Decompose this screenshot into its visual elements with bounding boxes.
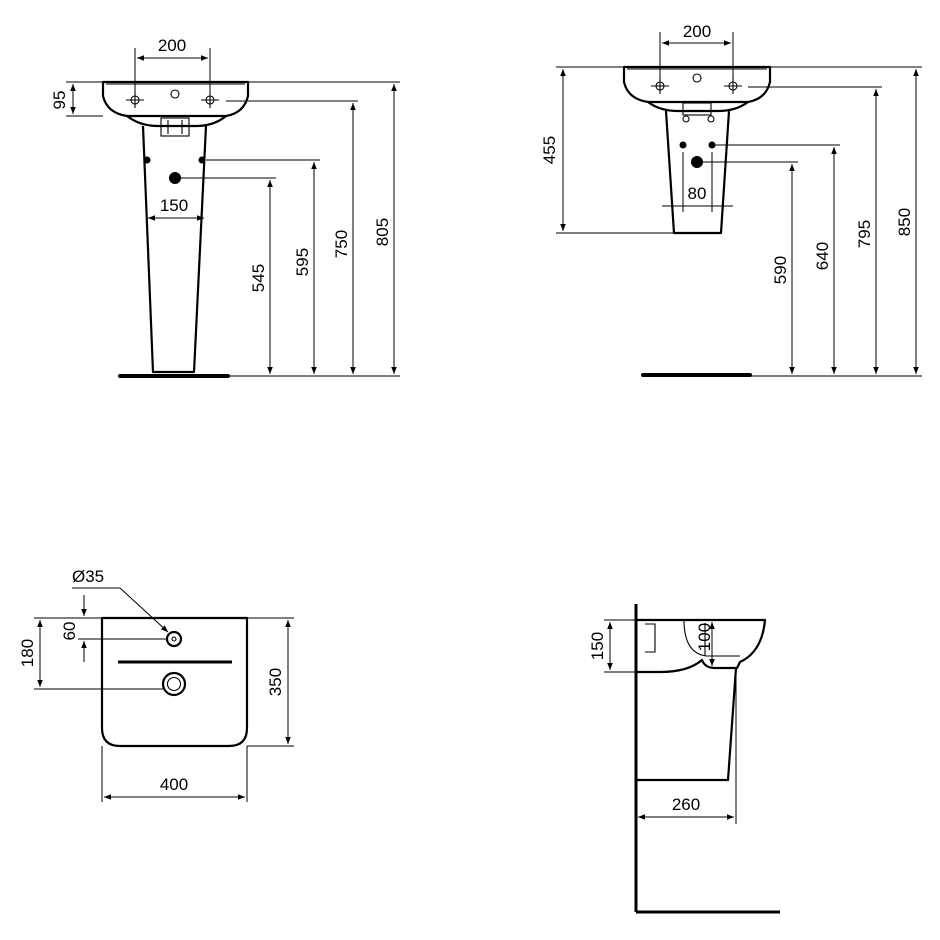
dim-waste-offset: 180 — [18, 639, 37, 667]
fixing-hole-left — [679, 141, 687, 149]
semi-pedestal — [664, 110, 731, 235]
tap-hole-centre — [170, 89, 180, 99]
basin-underside — [126, 115, 227, 128]
dim-projection: 260 — [672, 795, 700, 814]
waste-outlet — [169, 172, 181, 184]
dim-tap-spacing: 200 — [683, 22, 711, 41]
dim-590: 590 — [771, 256, 790, 284]
basin-underside — [647, 101, 749, 113]
semi-pedestal-profile — [634, 667, 738, 782]
side-view: 150 100 260 — [588, 604, 780, 914]
tap-hole-left — [126, 92, 144, 108]
fixing-hole-left — [143, 156, 151, 164]
front-semi-pedestal-view: 200 455 80 590 640 795 850 — [540, 22, 922, 377]
dim-545: 545 — [249, 264, 268, 292]
basin-outline — [101, 80, 250, 118]
dim-rim-depth: 150 — [588, 632, 607, 660]
dim-tap-hole-diameter: Ø35 — [72, 567, 104, 586]
dim-hole-spacing: 80 — [688, 184, 707, 203]
tap-hole-centre — [692, 73, 702, 83]
dim-795: 795 — [855, 220, 874, 248]
dim-750: 750 — [332, 230, 351, 258]
dim-tap-spacing: 200 — [158, 36, 186, 55]
basin-outline — [622, 65, 772, 104]
basin-profile — [636, 618, 767, 674]
tap-hole-right — [724, 78, 742, 94]
waste-hole — [161, 671, 187, 697]
front-pedestal-view: 200 95 150 545 595 750 805 — [50, 36, 400, 378]
dim-595: 595 — [293, 248, 312, 276]
tap-hole-right — [201, 92, 219, 108]
waste-outlet — [691, 156, 703, 168]
basin-top-outline — [100, 616, 249, 748]
tap-hole — [165, 630, 183, 648]
dim-pedestal-width: 150 — [160, 196, 188, 215]
tap-hole-left — [651, 78, 669, 94]
dim-640: 640 — [813, 242, 832, 270]
waste-trap — [160, 117, 190, 137]
dim-850: 850 — [895, 208, 914, 236]
dim-width: 400 — [160, 775, 188, 794]
dim-805: 805 — [373, 218, 392, 246]
dim-455: 455 — [540, 136, 559, 164]
dim-depth: 350 — [266, 668, 285, 696]
dim-bowl-depth: 100 — [695, 623, 714, 651]
pedestal — [141, 125, 208, 374]
fixing-hole-right — [198, 156, 206, 164]
dim-tap-offset: 60 — [60, 622, 79, 641]
dim-basin-height: 95 — [50, 91, 69, 110]
top-view: Ø35 60 180 350 400 — [18, 567, 294, 802]
